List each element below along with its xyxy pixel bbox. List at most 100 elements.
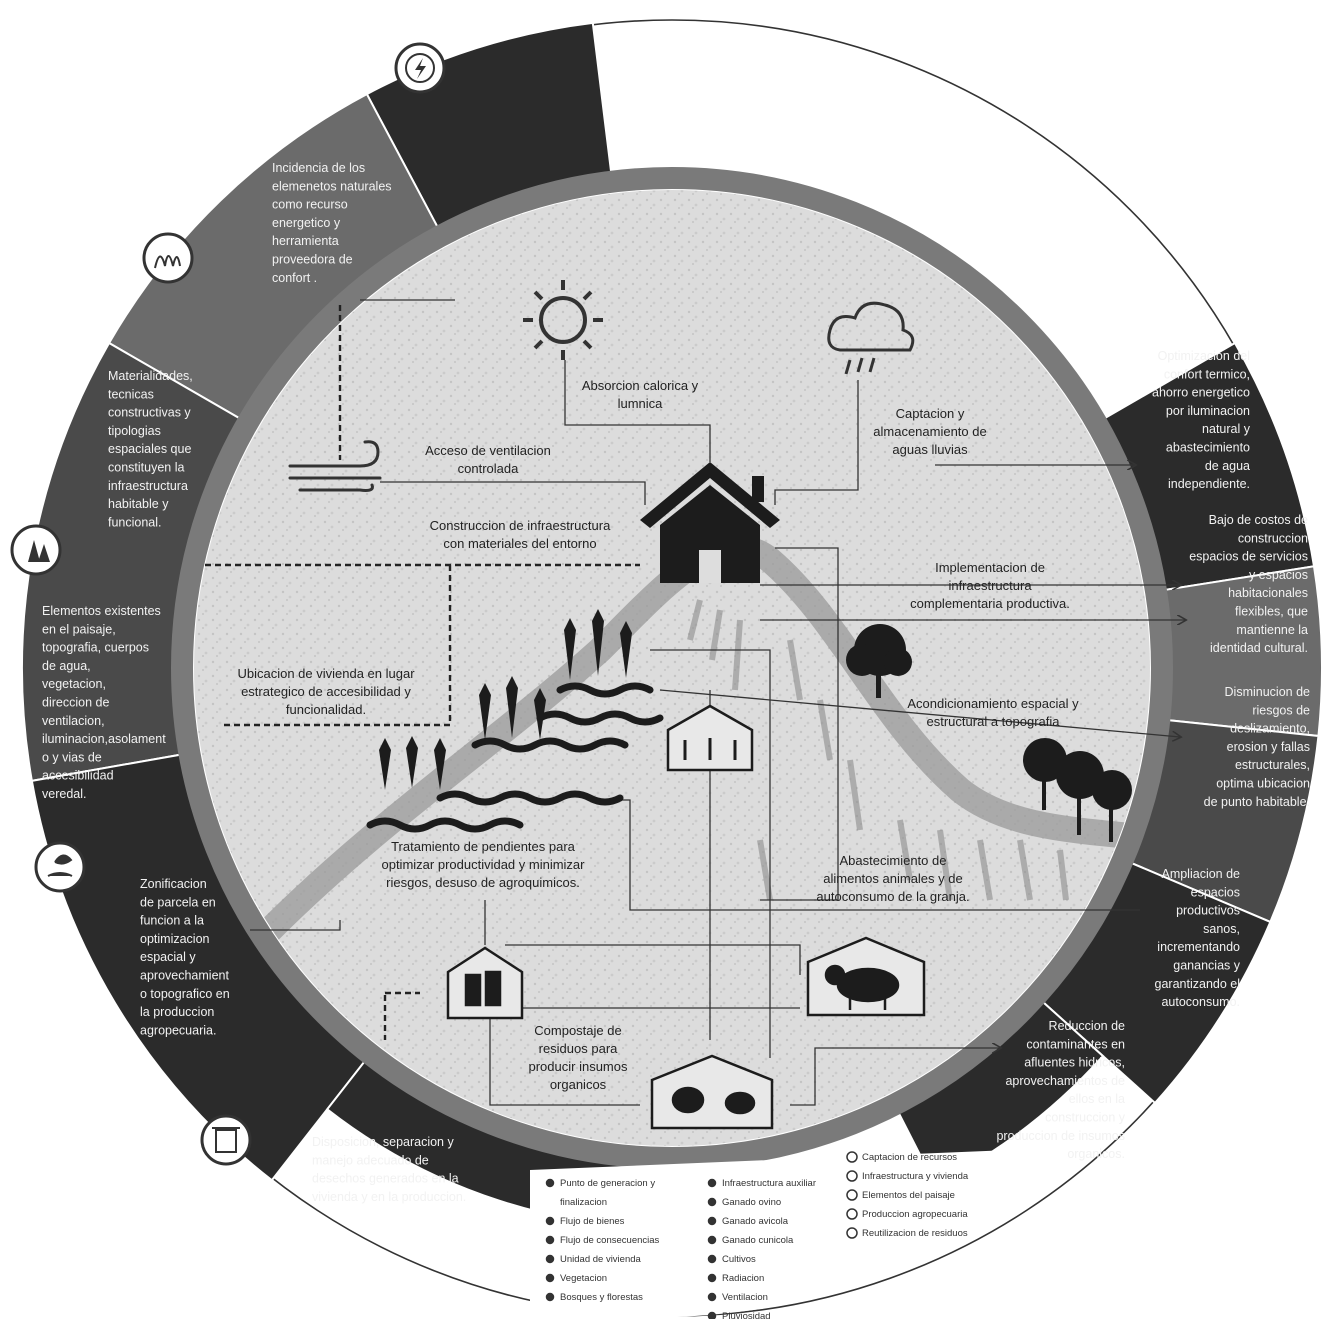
segment-text-materials: Materialidades, [108,369,193,383]
segment-text-landscape: ventilacion, [42,714,105,728]
legend-item: Captacion de recursos [862,1152,957,1163]
legend-cow-icon [707,1197,717,1207]
segment-text-landscape: vegetacion, [42,677,106,691]
segment-text-zoning: espacial y [140,950,196,964]
legend-item: Ganado ovino [722,1197,781,1208]
segment-text-waste: manejo adecuado de [312,1153,429,1167]
legend-frame-icon [707,1178,717,1188]
house-icon [640,462,780,583]
segment-text-thermal: natural y [1202,422,1251,436]
segment-text-risks: erosion y fallas [1227,740,1310,754]
segment-text-risks: Disminucion de [1225,685,1311,699]
segment-text-costs: espacios de servicios [1189,550,1308,564]
label-slopes: riesgos, desuso de agroquimicos. [386,875,580,890]
inner-disc [194,190,1150,1146]
segment-text-pollution: afluentes hidricos, [1024,1056,1125,1070]
label-construction: Construccion de infraestructura [430,518,611,533]
legend-circle-icon [846,1227,858,1239]
crop-terraces [366,682,664,833]
legend-item: Pluviosidad [722,1311,771,1319]
segment-text-zoning: optimizacion [140,932,210,946]
label-compost: producir insumos [529,1059,628,1074]
label-rain: almacenamiento de [873,424,986,439]
label-complementary: Implementacion de [935,560,1045,575]
legend-house-icon [545,1254,555,1264]
segment-text-materials: tipologias [108,424,161,438]
legend-item: Ganado cunicola [722,1235,794,1246]
legend-line-icon [545,1216,555,1226]
segment-text-thermal: ahorro energetico [1152,386,1250,400]
legend-item: Produccion agropecuaria [862,1209,968,1220]
label-location: estrategico de accesibilidad y [241,684,411,699]
segment-text-productive: ganancias y [1173,959,1240,973]
segment-text-productive: garantizando el [1155,977,1240,991]
segment-text-materials: infraestructura [108,479,188,493]
legend-tree-icon [545,1273,555,1283]
legend-crop-icon [707,1254,717,1264]
legend-line-icon [545,1235,555,1245]
segment-text-landscape: topografia, cuerpos [42,641,149,655]
label-construction: con materiales del entorno [443,536,596,551]
label-topography: Acondicionamiento espacial y [907,696,1079,711]
label-complementary: infraestructura [948,578,1032,593]
segment-text-zoning: la produccion [140,1005,214,1019]
segment-text-risks: deslizamiento, [1230,722,1310,736]
segment-text-thermal: de agua [1205,459,1250,473]
segment-text-waste: Disposicion, separacion y [312,1135,454,1149]
label-slopes: Tratamiento de pendientes para [391,839,576,854]
segment-text-landscape: direccion de [42,696,109,710]
segment-text-thermal: abastecimiento [1166,441,1250,455]
legend-item: Elementos del paisaje [862,1190,955,1201]
sheep-barn-icon [806,936,926,1017]
label-wind: controlada [458,461,519,476]
label-rain: Captacion y [896,406,965,421]
segment-text-energy: Incidencia de los [272,161,365,175]
legend-circle-icon [846,1151,858,1163]
label-sun: lumnica [618,396,664,411]
label-wind: Acceso de ventilacion [425,443,551,458]
legend-item: Punto de generacion y [560,1178,655,1189]
badge-hands-icon [142,232,194,284]
label-compost: residuos para [539,1041,619,1056]
poultry-barn-icon [650,1054,774,1130]
legend-circle-icon [846,1208,858,1220]
segment-text-pollution: aprovechamientos de [1005,1074,1125,1088]
segment-text-costs: construccion [1238,531,1308,545]
legend-item: Ventilacion [722,1292,768,1303]
segment-text-energy: proveedora de [272,253,353,267]
legend-item: Unidad de vivienda [560,1254,642,1265]
segment-text-energy: elemenetos naturales [272,179,392,193]
segment-text-costs: Bajo de costos de [1209,513,1308,527]
segment-text-costs: flexibles, que [1235,605,1308,619]
segment-text-materials: constituyen la [108,461,184,475]
legend-item: Infraestructura auxiliar [722,1178,816,1189]
segment-text-costs: mantienne la [1236,623,1308,637]
label-sun: Absorcion calorica y [582,378,699,393]
segment-text-landscape: Elementos existentes [42,604,161,618]
legend-item: Ganado avicola [722,1216,789,1227]
segment-text-materials: constructivas y [108,406,191,420]
segment-text-thermal: independiente. [1168,477,1250,491]
badge-energy-icon [394,42,446,94]
legend-cloud-icon [707,1311,717,1319]
segment-text-materials: habitable y [108,497,169,511]
segment-text-waste: vivienda y en la produccion. [312,1190,466,1204]
label-compost: Compostaje de [534,1023,621,1038]
segment-text-productive: autoconsumo. [1161,995,1240,1009]
label-location: Ubicacion de vivienda en lugar [237,666,415,681]
label-feed: alimentos animales y de [823,871,962,886]
legend-item: Cultivos [722,1254,756,1265]
legend-dot-icon [545,1178,555,1188]
segment-text-zoning: aprovechamient [140,969,229,983]
segment-text-landscape: iluminacion,asolament [42,732,166,746]
legend-item: Flujo de consecuencias [560,1235,660,1246]
legend-bird-icon [707,1216,717,1226]
segment-text-risks: riesgos de [1252,703,1310,717]
badge-recycle-bin-icon [200,1114,252,1166]
segment-text-energy: energetico y [272,216,341,230]
segment-text-waste: desechos generados en la [312,1172,459,1186]
legend-item: Infraestructura y vivienda [862,1171,969,1182]
